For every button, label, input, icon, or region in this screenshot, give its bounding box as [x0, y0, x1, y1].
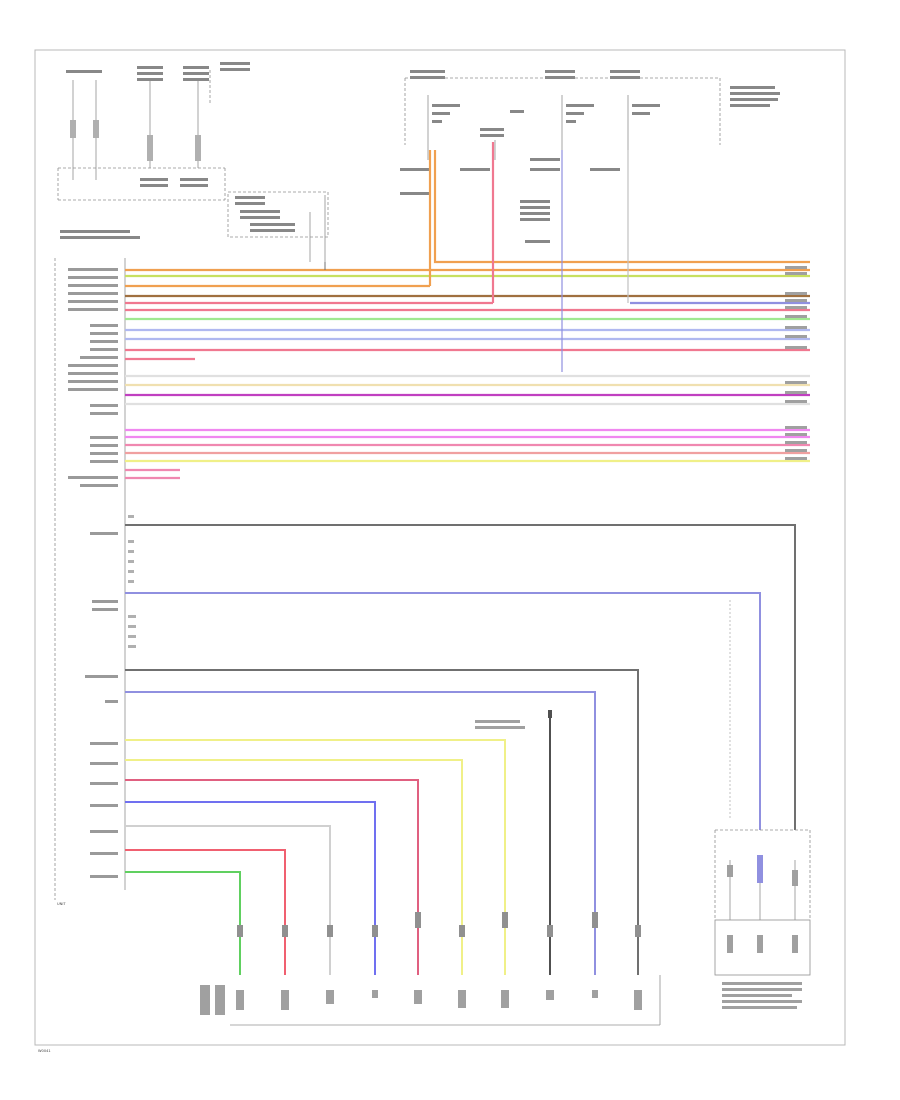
wire-green: [125, 871, 241, 975]
top-left-fuse-area: [57, 70, 329, 262]
left-pin-labels: [68, 268, 118, 878]
wire-red-purple: [125, 779, 419, 975]
wire-white-low: [125, 825, 331, 975]
wire-dark-gray-1: [125, 669, 639, 975]
left-unit-strip: [54, 258, 126, 900]
wire-blue: [125, 801, 376, 975]
wire-violet-2: [125, 691, 596, 975]
wire-red: [125, 849, 286, 975]
diagram-frame: [34, 49, 846, 1046]
wire-violet-long: [125, 592, 761, 830]
drop-connectors: [237, 710, 641, 937]
top-right-labels: [400, 70, 780, 243]
unit-label: UNIT: [57, 902, 66, 906]
bottom-right-module: [714, 829, 811, 976]
wire-yellow-a: [125, 739, 506, 975]
wire-orange-feed-2: [433, 150, 810, 264]
figure-code: W0041: [38, 1049, 51, 1053]
bottom-right-module-labels: [722, 855, 802, 1009]
strip-pin-ticks: [128, 515, 136, 648]
horizontal-bus-wires: [125, 268, 810, 480]
lower-wires: [125, 524, 796, 975]
right-end-labels: [785, 266, 807, 460]
wire-yellow-b: [125, 759, 463, 975]
drop-bottom-labels: [200, 720, 642, 1015]
top-left-labels: [60, 62, 295, 239]
wire-gray-long: [125, 524, 796, 830]
vertical-feed-wires: [324, 142, 810, 372]
top-right-relay-area: [404, 77, 721, 160]
